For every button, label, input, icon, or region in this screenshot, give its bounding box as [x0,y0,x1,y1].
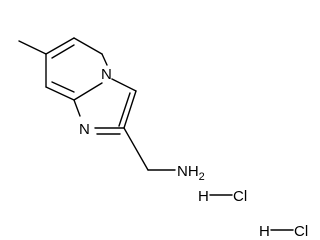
methyl-bond [18,40,47,55]
bond-skeleton [18,37,294,231]
ring-bond [45,37,75,55]
ring-bond [73,99,81,117]
molecule-diagram: N N NH2 H Cl H Cl [18,37,308,239]
side-chain-bond [123,127,149,171]
ring-double-bond [51,81,75,93]
ring-bond [73,37,103,55]
atom-n-bridgehead: N [101,66,112,83]
ring-bond [123,90,137,129]
ring-bond [111,78,137,92]
ring-bond [45,86,75,101]
ring-bond [101,53,108,66]
hcl-2-h: H [259,223,270,239]
hcl-2-cl: Cl [294,223,308,239]
amine-label: NH [177,163,199,180]
amine-subscript: 2 [199,171,205,183]
hcl-1-h: H [198,188,209,205]
ring-double-bond [51,44,75,59]
hcl-1-cl: Cl [233,188,247,205]
atom-labels: N N NH2 H Cl H Cl [79,66,308,239]
atom-amine: NH2 [177,163,205,183]
ring-bond [73,82,103,101]
ring-double-bond [118,92,131,127]
atom-n-ring: N [79,121,90,138]
